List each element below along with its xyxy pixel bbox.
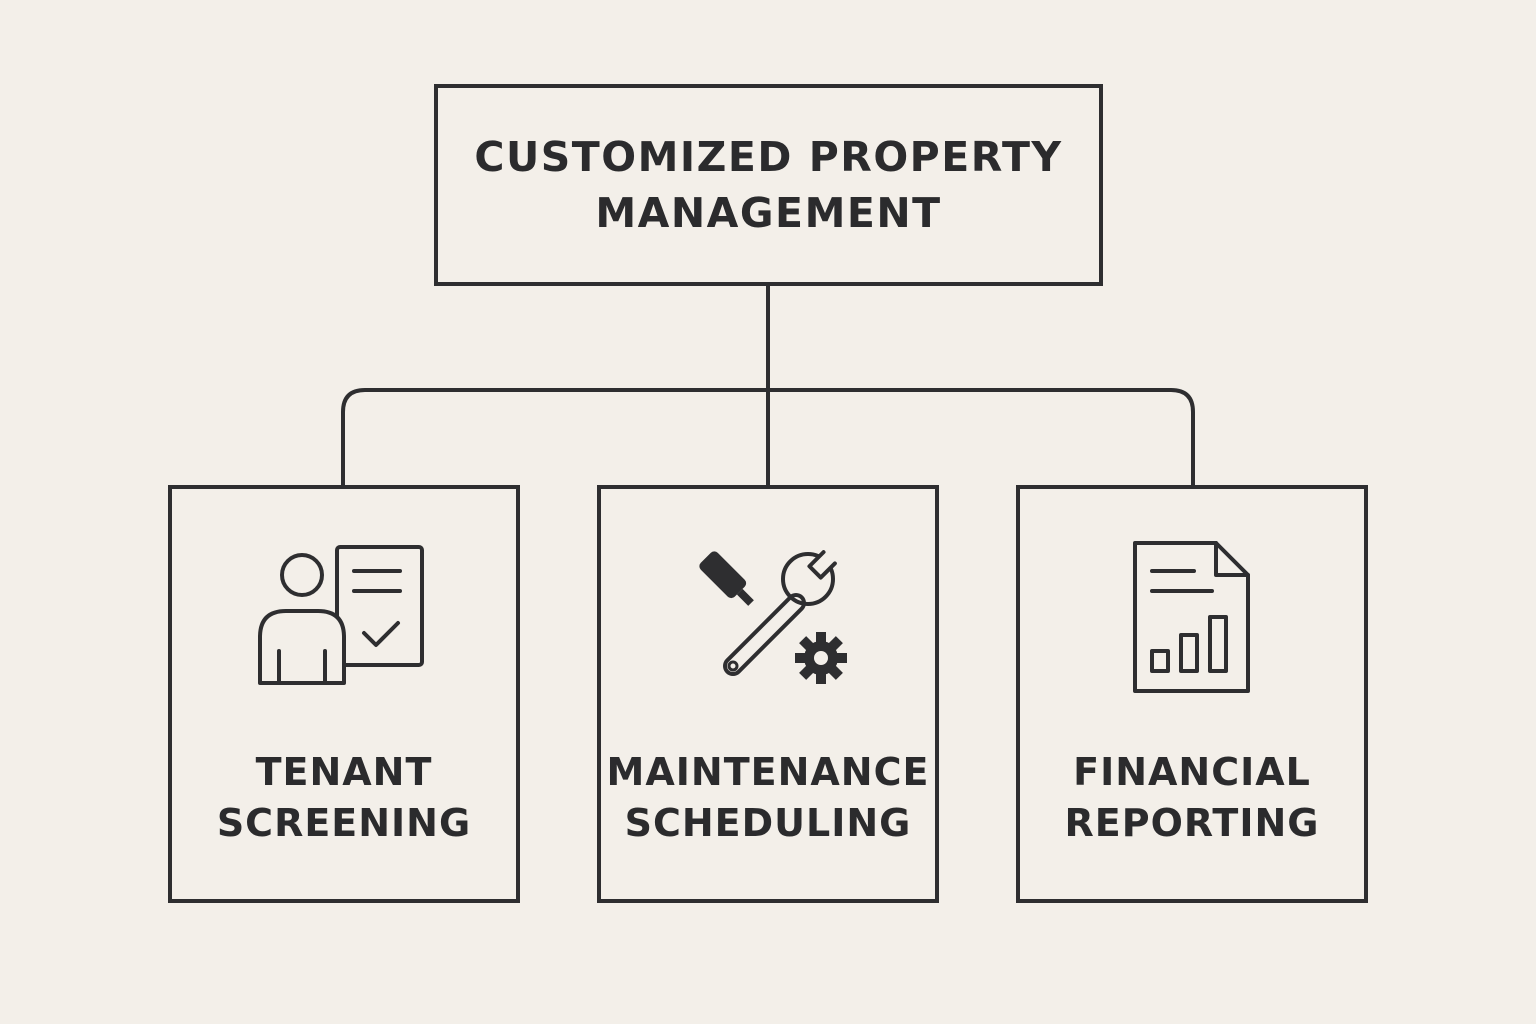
- root-title-line-1: CUSTOMIZED PROPERTY: [474, 133, 1063, 181]
- tenant-label-line-1: TENANT: [255, 750, 433, 794]
- tenant-label-line-2: SCREENING: [216, 801, 472, 845]
- root-title-line-2: MANAGEMENT: [595, 189, 942, 237]
- root-node: CUSTOMIZED PROPERTY MANAGEMENT: [434, 84, 1103, 286]
- maintenance-scheduling-node: MAINTENANCE SCHEDULING: [597, 485, 939, 903]
- financial-reporting-node: FINANCIAL REPORTING: [1016, 485, 1368, 903]
- tenant-screening-node: TENANT SCREENING: [168, 485, 520, 903]
- financial-label-line-2: REPORTING: [1064, 801, 1320, 845]
- financial-report-icon: [1133, 541, 1250, 693]
- financial-label-line-1: FINANCIAL: [1073, 750, 1311, 794]
- maintenance-label-line-2: SCHEDULING: [624, 801, 912, 845]
- tenant-screening-icon: [258, 545, 424, 685]
- maintenance-label-line-1: MAINTENANCE: [606, 750, 930, 794]
- wrench-screwdriver-gear-icon: [699, 550, 847, 684]
